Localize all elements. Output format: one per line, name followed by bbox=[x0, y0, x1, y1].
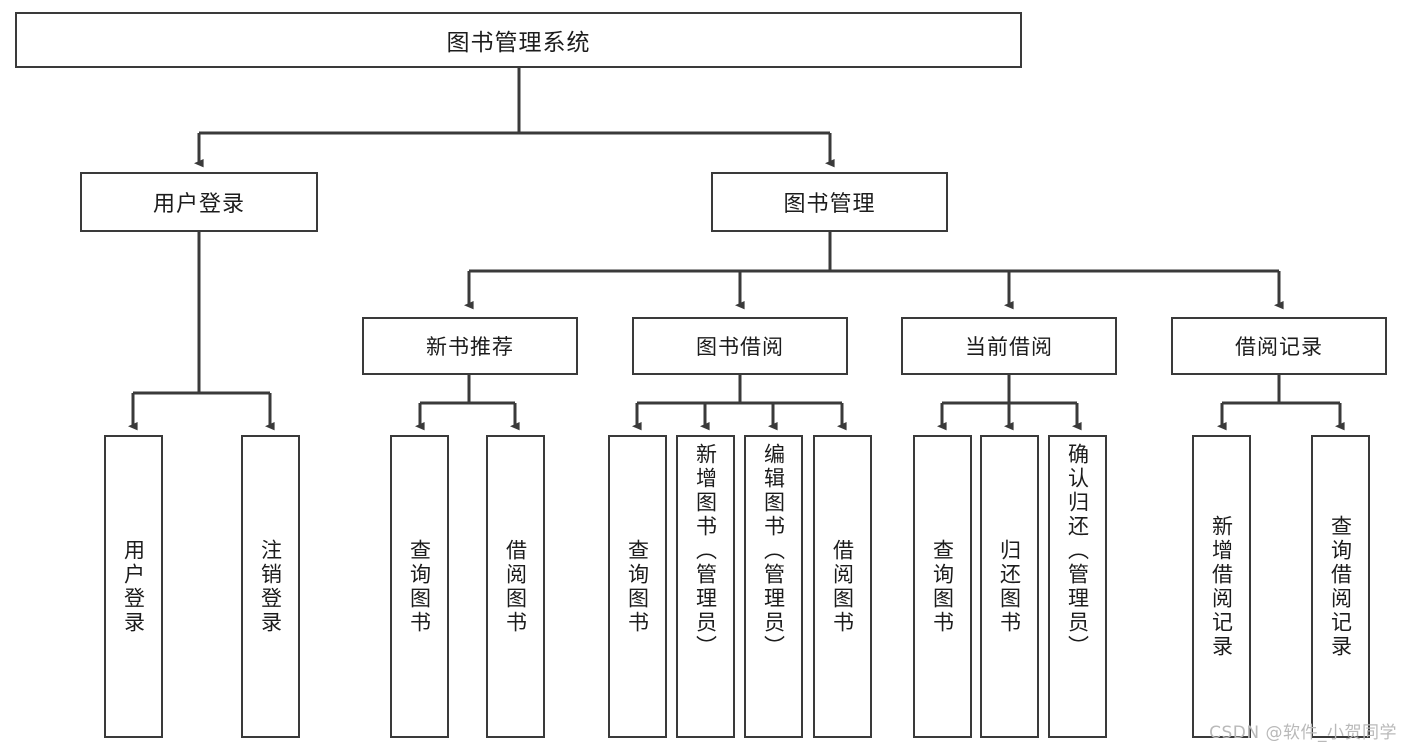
leaf-query-borrow-record[interactable]: 查询借阅记录 bbox=[1311, 435, 1370, 738]
node-label: 借阅图书 bbox=[830, 538, 855, 635]
node-label: 用户登录 bbox=[121, 538, 146, 635]
leaf-borrow-book-recommend[interactable]: 借阅图书 bbox=[486, 435, 545, 738]
leaf-query-book-current[interactable]: 查询图书 bbox=[913, 435, 972, 738]
node-label: 查询借阅记录 bbox=[1328, 514, 1353, 659]
leaf-query-book-recommend[interactable]: 查询图书 bbox=[390, 435, 449, 738]
node-label: 图书管理系统 bbox=[446, 30, 591, 56]
node-label: 查询图书 bbox=[407, 538, 432, 635]
node-label: 注销登录 bbox=[258, 538, 283, 635]
node-label: 借阅记录 bbox=[1235, 335, 1323, 359]
leaf-query-book-borrow[interactable]: 查询图书 bbox=[608, 435, 667, 738]
node-label: 图书管理 bbox=[783, 192, 876, 217]
leaf-edit-book-admin[interactable]: 编辑图书（管理员） bbox=[744, 435, 803, 738]
node-book-borrow[interactable]: 图书借阅 bbox=[632, 317, 848, 375]
node-label: 当前借阅 bbox=[965, 335, 1053, 359]
leaf-borrow-book[interactable]: 借阅图书 bbox=[813, 435, 872, 738]
node-current-borrow[interactable]: 当前借阅 bbox=[901, 317, 1117, 375]
node-label: 查询图书 bbox=[930, 538, 955, 635]
node-label: 图书借阅 bbox=[696, 335, 784, 359]
node-label: 编辑图书（管理员） bbox=[761, 443, 786, 659]
node-new-book-recommend[interactable]: 新书推荐 bbox=[362, 317, 578, 375]
leaf-add-book-admin[interactable]: 新增图书（管理员） bbox=[676, 435, 735, 738]
leaf-user-logout[interactable]: 注销登录 bbox=[241, 435, 300, 738]
leaf-return-book[interactable]: 归还图书 bbox=[980, 435, 1039, 738]
node-label: 借阅图书 bbox=[503, 538, 528, 635]
node-label: 用户登录 bbox=[152, 192, 245, 217]
leaf-add-borrow-record[interactable]: 新增借阅记录 bbox=[1192, 435, 1251, 738]
csdn-watermark: CSDN @软件_小贺同学 bbox=[1209, 723, 1397, 743]
leaf-confirm-return-admin[interactable]: 确认归还（管理员） bbox=[1048, 435, 1107, 738]
node-label: 新书推荐 bbox=[426, 335, 514, 359]
node-label: 归还图书 bbox=[997, 538, 1022, 635]
node-borrow-record[interactable]: 借阅记录 bbox=[1171, 317, 1387, 375]
node-label: 查询图书 bbox=[625, 538, 650, 635]
node-book-management[interactable]: 图书管理 bbox=[711, 172, 948, 232]
node-user-login[interactable]: 用户登录 bbox=[80, 172, 318, 232]
node-label: 确认归还（管理员） bbox=[1065, 443, 1090, 659]
node-label: 新增借阅记录 bbox=[1209, 514, 1234, 659]
node-label: 新增图书（管理员） bbox=[693, 443, 718, 659]
leaf-user-login[interactable]: 用户登录 bbox=[104, 435, 163, 738]
node-root-system[interactable]: 图书管理系统 bbox=[15, 12, 1022, 68]
